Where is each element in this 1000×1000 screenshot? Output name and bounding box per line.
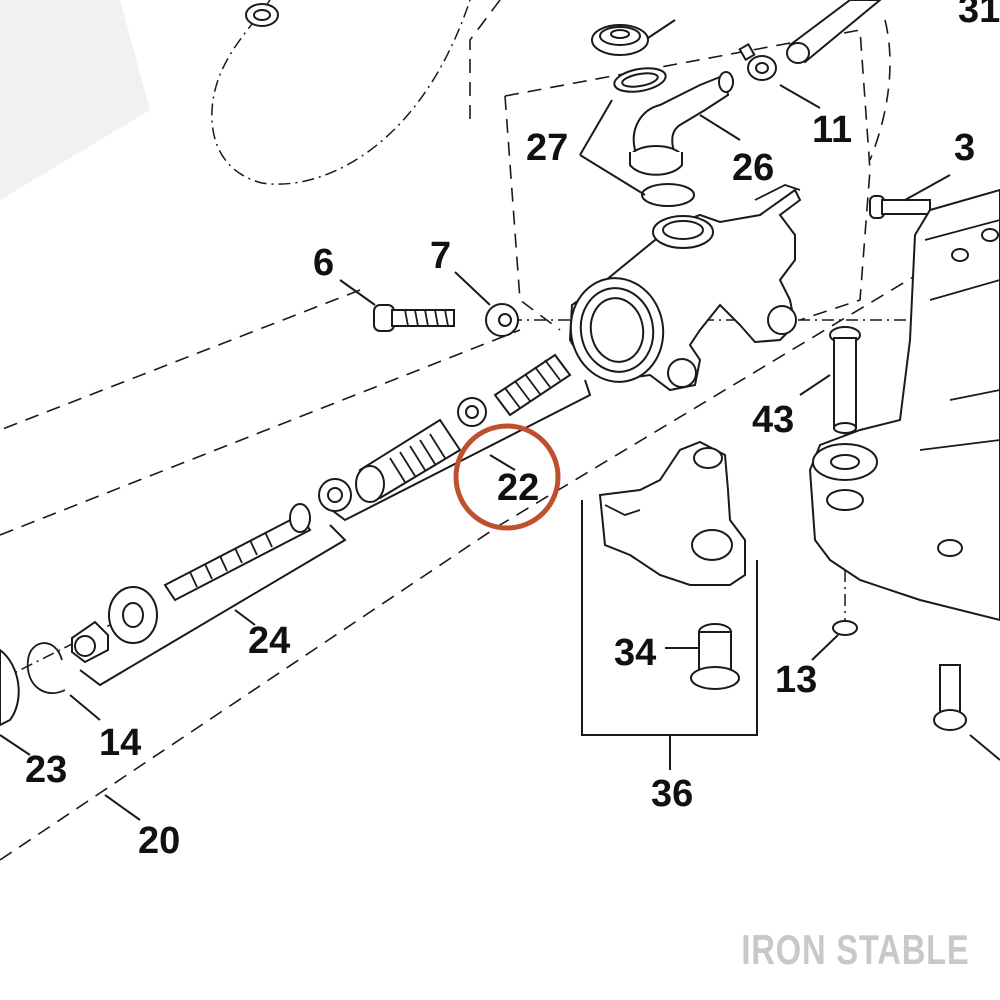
spring-seat-part xyxy=(457,397,487,427)
washer-part xyxy=(485,303,519,337)
bushing-part xyxy=(690,623,740,690)
callout-23: 23 xyxy=(25,749,67,791)
pivot-pin-part xyxy=(829,326,861,434)
callout-31: 31 xyxy=(958,0,1000,31)
top-washer-part xyxy=(245,3,279,27)
hose-part xyxy=(786,0,882,64)
retaining-ring-part xyxy=(613,67,667,93)
background-ghost-shape xyxy=(0,0,150,200)
o-ring-part xyxy=(641,183,695,207)
callout-6: 6 xyxy=(313,242,334,284)
snap-ring-part xyxy=(26,642,66,695)
callout-14: 14 xyxy=(99,722,141,764)
master-cylinder-body-part xyxy=(568,184,802,392)
callout-11: 11 xyxy=(812,109,852,151)
pushrod-washer-part xyxy=(108,586,158,644)
pushrod-part xyxy=(163,503,312,602)
callout-43: 43 xyxy=(752,399,794,441)
callout-13: 13 xyxy=(775,659,817,701)
callout-26: 26 xyxy=(732,147,774,189)
piston-cup-part xyxy=(318,478,352,512)
highlight-circle xyxy=(453,423,561,531)
bolt-part xyxy=(373,304,455,332)
clevis-bracket-part xyxy=(598,440,746,586)
spring-part xyxy=(493,353,572,417)
callout-34: 34 xyxy=(614,632,656,674)
group-brackets xyxy=(79,379,758,770)
callout-7: 7 xyxy=(430,235,451,277)
nut-part xyxy=(71,620,109,664)
callout-3: 3 xyxy=(954,127,975,169)
small-washer-part xyxy=(832,620,858,636)
bottom-bolt-part xyxy=(933,664,967,731)
callout-36: 36 xyxy=(651,773,693,815)
hose-clamp-part xyxy=(738,42,777,81)
watermark: IRON STABLE xyxy=(741,926,970,973)
callout-22: 22 xyxy=(497,467,539,509)
elbow-fitting-part xyxy=(629,71,734,176)
reservoir-cap-part xyxy=(591,24,649,56)
boot-part xyxy=(0,648,20,727)
callout-27: 27 xyxy=(526,127,568,169)
leader-lines xyxy=(0,19,1000,821)
piston-assembly-part xyxy=(355,418,462,503)
callout-24: 24 xyxy=(248,620,290,662)
mounting-bolt-part xyxy=(869,195,931,219)
mounting-bracket-part xyxy=(808,188,1000,622)
callout-20: 20 xyxy=(138,820,180,862)
